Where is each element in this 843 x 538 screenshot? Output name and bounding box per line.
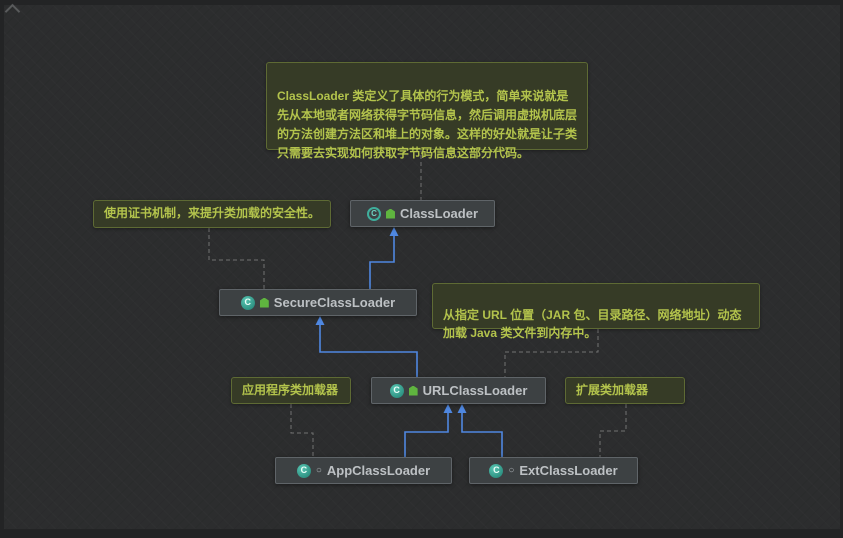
bottom-edge-shade <box>0 529 843 538</box>
node-label: ExtClassLoader <box>519 463 618 478</box>
corner-artifact-icon <box>4 3 21 20</box>
node-classloader[interactable]: C ClassLoader <box>350 200 495 227</box>
note-secure-description[interactable]: 使用证书机制，来提升类加载的安全性。 <box>93 200 331 228</box>
class-icon: C <box>296 463 311 478</box>
note-url-description[interactable]: 从指定 URL 位置（JAR 包、目录路径、网络地址）动态 加载 Java 类文… <box>432 283 760 340</box>
note-classloader-description[interactable]: ClassLoader 类定义了具体的行为模式，简单来说就是 先从本地或者网络获… <box>266 62 588 160</box>
abstract-class-icon: C <box>366 206 381 221</box>
note-ext-description[interactable]: 扩展类加载器 <box>565 377 685 404</box>
note-text: 扩展类加载器 <box>576 383 649 397</box>
node-extclassloader[interactable]: C ○ ExtClassLoader <box>469 457 638 484</box>
modifier-icon <box>385 208 395 219</box>
note-text: ClassLoader 类定义了具体的行为模式，简单来说就是 先从本地或者网络获… <box>277 89 578 160</box>
modifier-icon <box>259 297 269 308</box>
inheritance-edges <box>315 227 503 457</box>
node-label: SecureClassLoader <box>273 295 396 310</box>
node-appclassloader[interactable]: C ○ AppClassLoader <box>275 457 452 484</box>
visibility-icon: ○ <box>315 464 322 476</box>
node-label: URLClassLoader <box>422 383 528 398</box>
note-text: 使用证书机制，来提升类加载的安全性。 <box>104 206 321 220</box>
node-label: AppClassLoader <box>326 463 431 478</box>
class-icon: C <box>240 295 255 310</box>
node-label: ClassLoader <box>399 206 479 221</box>
node-secureclassloader[interactable]: C SecureClassLoader <box>219 289 417 316</box>
left-edge-shade <box>0 0 4 538</box>
note-app-description[interactable]: 应用程序类加载器 <box>231 377 351 404</box>
modifier-icon <box>408 385 418 396</box>
visibility-icon: ○ <box>508 464 515 476</box>
top-edge-shade <box>0 0 843 5</box>
note-text: 应用程序类加载器 <box>242 383 339 397</box>
class-icon: C <box>389 383 404 398</box>
node-urlclassloader[interactable]: C URLClassLoader <box>371 377 546 404</box>
class-icon: C <box>489 463 504 478</box>
note-text: 从指定 URL 位置（JAR 包、目录路径、网络地址）动态 加载 Java 类文… <box>443 308 742 340</box>
